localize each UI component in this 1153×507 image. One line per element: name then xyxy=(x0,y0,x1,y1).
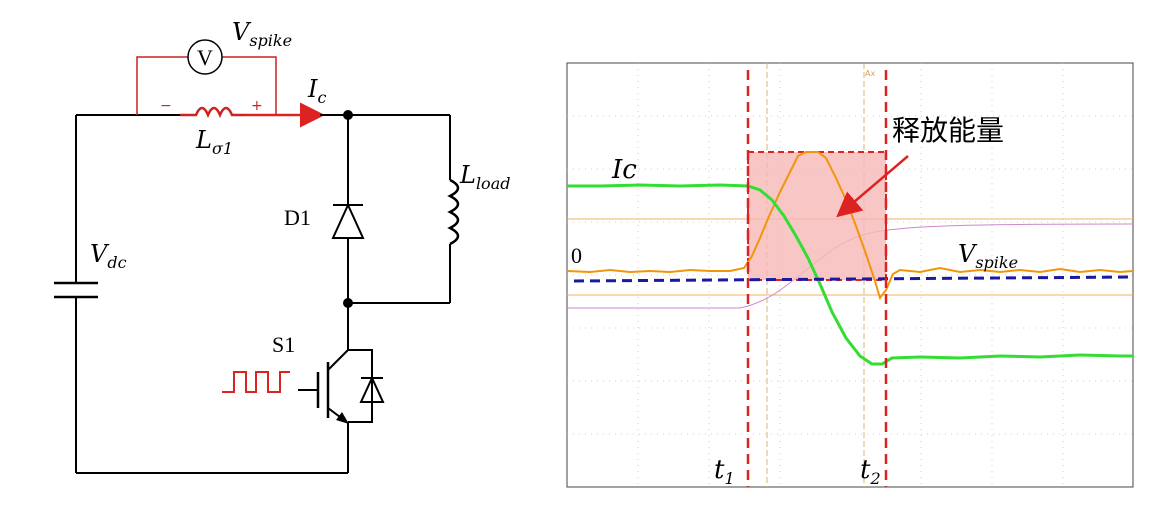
scope-label-t2: t2 xyxy=(860,455,881,488)
scope-label-t1: t1 xyxy=(714,455,735,488)
voltmeter-lead-right xyxy=(222,56,277,115)
diode-d1-triangle xyxy=(331,202,365,239)
igbt-collector xyxy=(327,349,349,371)
cursor-label-ax: Ax xyxy=(865,69,875,78)
label-d1: D1 xyxy=(284,205,311,230)
label-ic-circuit: Ic xyxy=(307,75,326,107)
trace-vspike xyxy=(566,151,1134,301)
label-s1: S1 xyxy=(272,332,295,357)
lsigma-minus-sign: − xyxy=(160,98,172,114)
label-lsigma: Lσ1 xyxy=(195,126,233,158)
voltmeter-icon xyxy=(187,39,223,75)
scope-label-vspike: Vspike xyxy=(958,240,1018,272)
wire-antiparallel xyxy=(348,349,373,423)
circuit-diagram: − + V Vspike Ic Lσ1 Vdc Lload D1 S1 xyxy=(54,18,510,474)
label-vdc: Vdc xyxy=(90,240,127,272)
voltmeter-symbol: V xyxy=(197,45,213,70)
igbt-emitter-arrow xyxy=(336,412,349,424)
scope-label-ic: Ic xyxy=(611,155,637,185)
annotation-arrow xyxy=(836,155,909,218)
scope-label-zero: 0 xyxy=(571,243,582,268)
gate-pulse-icon xyxy=(222,371,290,393)
inductor-lsigma xyxy=(180,106,244,119)
voltmeter-lead-left xyxy=(136,56,188,115)
diode-antiparallel-triangle xyxy=(359,375,385,403)
trace-ic xyxy=(567,183,1133,366)
lsigma-plus-sign: + xyxy=(251,98,263,114)
label-lload: Lload xyxy=(459,161,510,193)
baseline-dashed xyxy=(573,275,1134,283)
label-vspike-circuit: Vspike xyxy=(232,18,292,50)
inductor-lload xyxy=(447,178,460,246)
scope-annotation-text: 释放能量 xyxy=(892,114,1004,147)
scope-capture: Ax Ic 0 Vspike 释放能量 t1 t2 xyxy=(566,62,1134,488)
